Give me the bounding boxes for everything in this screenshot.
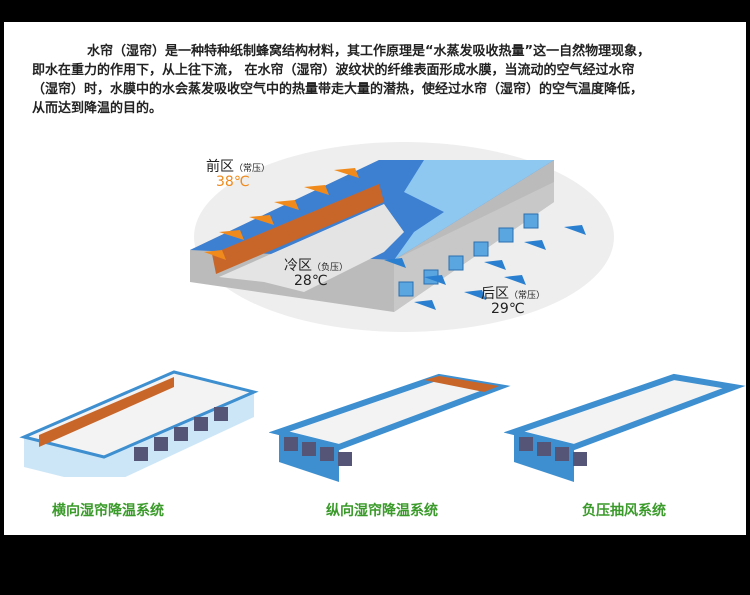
cool-air-arrows — [384, 225, 586, 310]
system-illustration-horizontal — [19, 370, 259, 477]
cold-zone-label: 冷区（负压） — [284, 258, 349, 274]
intro-line: （湿帘）时，水膜中的水会蒸发吸收空气中的热量带走大量的潜热，使经过水帘（湿帘）的… — [32, 82, 644, 97]
rear-zone-label: 后区（常压） — [481, 286, 546, 302]
caption-longitudinal-pad-system: 纵向湿帘降温系统 — [326, 503, 438, 519]
caption-horizontal-pad-system: 横向湿帘降温系统 — [52, 503, 164, 519]
caption-negative-pressure-system: 负压抽风系统 — [582, 503, 666, 519]
intro-line: 水帘（湿帘）是一种特种纸制蜂窝结构材料，其工作原理是“水蒸发吸收热量”这一自然物… — [87, 44, 651, 59]
diagram-canvas: 水帘（湿帘）是一种特种纸制蜂窝结构材料，其工作原理是“水蒸发吸收热量”这一自然物… — [4, 22, 746, 535]
front-zone-label: 前区（常压） — [206, 159, 271, 175]
system-illustration-longitudinal — [269, 373, 511, 482]
intro-line: 从而达到降温的目的。 — [32, 101, 163, 116]
rear-zone-temp: 29℃ — [491, 301, 525, 317]
system-illustration-negative-pressure — [504, 373, 746, 482]
front-zone-temp: 38℃ — [216, 174, 250, 190]
cold-zone-temp: 28℃ — [294, 273, 328, 289]
intro-paragraph: 水帘（湿帘）是一种特种纸制蜂窝结构材料，其工作原理是“水蒸发吸收热量”这一自然物… — [32, 42, 732, 118]
main-greenhouse-illustration — [190, 142, 614, 332]
warm-air-arrows — [204, 168, 359, 260]
intro-line: 即水在重力的作用下，从上往下流， 在水帘（湿帘）波纹状的纤维表面形成水膜，当流动… — [32, 63, 635, 78]
